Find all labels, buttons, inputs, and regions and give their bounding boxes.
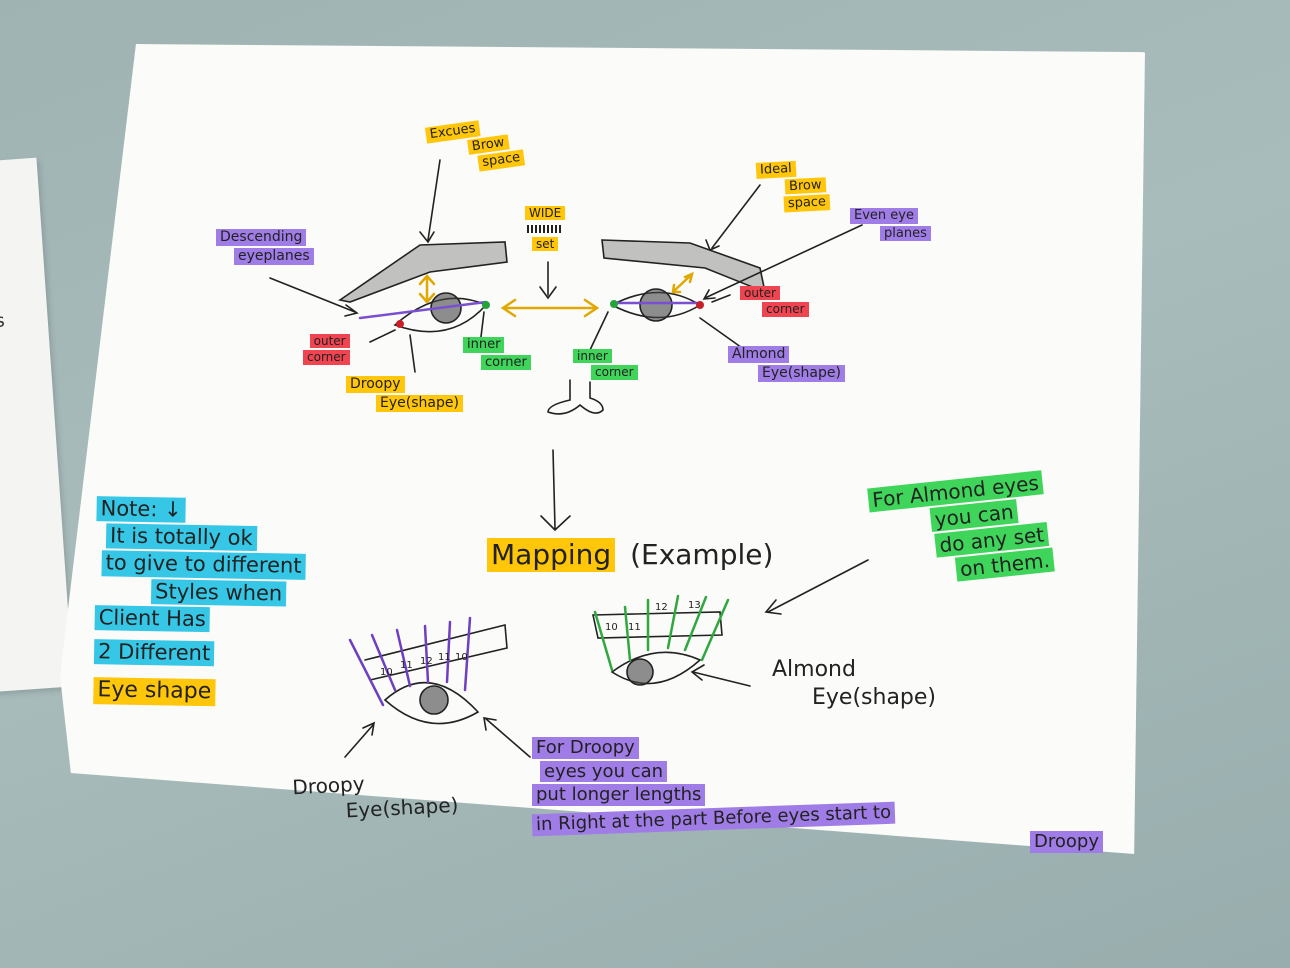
droopy-num-5: 10 [455,652,468,663]
droopy-map-eye [383,681,480,725]
droopy-num-1: 10 [380,667,393,678]
almond-note: For Almond eyes you can do any set on th… [867,469,1055,591]
descending-eyeplanes-label: Descending eyeplanes [216,228,314,266]
wide-set-label: WIDE set [525,205,566,252]
almond-num-3: 12 [655,602,668,613]
almond-num-4: 13 [688,600,701,611]
droopy-num-3: 12 [420,656,433,667]
outer-corner-left-label: outer corner [303,333,350,366]
droopy-eye-shape-label: Droopy Eye(shape) [346,375,463,413]
inner-corner-left-label: inner corner [463,336,531,371]
almond-eye-shape-label: Almond Eye(shape) [728,345,845,383]
mapping-title: Mapping (Example) [487,537,773,573]
outer-corner-right-label: outer corner [740,285,809,318]
left-brow [337,241,508,303]
almond-num-1: 10 [605,622,618,633]
right-iris [639,288,673,322]
even-eye-planes-label: Even eye planes [850,207,931,242]
paper-sheet [60,44,1145,854]
droopy-num-4: 11 [438,652,451,663]
almond-num-2: 11 [628,622,641,633]
inner-corner-right-label: inner corner [573,348,638,381]
almond-map-eye [610,651,702,685]
ideal-brow-space-label: Ideal Brow space [755,158,831,214]
droopy-note: For Droopy eyes you can put longer lengt… [531,736,1103,854]
note-block: Note: ↓ It is totally ok to give to diff… [93,495,307,708]
droopy-eye-caption: Droopy Eye(shape) [291,771,459,823]
droopy-num-2: 11 [400,660,413,671]
nose [547,379,604,415]
almond-eye-caption: Almond Eye(shape) [772,657,937,711]
